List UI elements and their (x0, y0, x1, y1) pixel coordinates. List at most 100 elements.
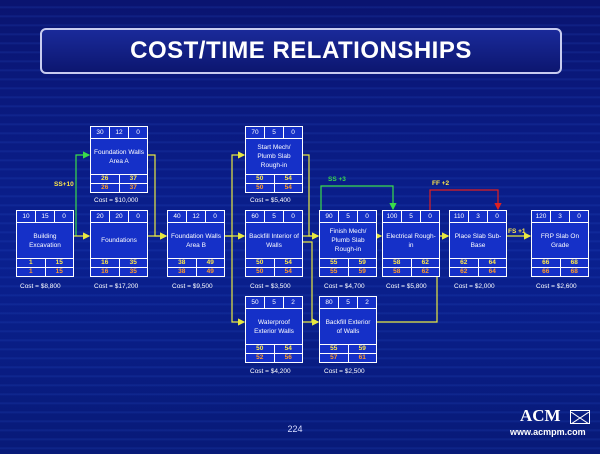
activity-float: 2 (365, 299, 369, 306)
activity-name: Backfill Interior of Walls (246, 223, 302, 259)
activity-duration: 12 (110, 127, 129, 138)
early-finish: 37 (129, 175, 137, 182)
link-a2-a4 (146, 154, 168, 240)
early-finish: 49 (206, 259, 214, 266)
activity-name: Place Slab Sub-Base (450, 223, 506, 259)
link-ss3 (320, 185, 397, 211)
early-finish: 35 (129, 259, 137, 266)
activity-name: Waterproof Exterior Walls (246, 309, 302, 345)
logo-mark-icon (570, 410, 590, 425)
early-start: 62 (450, 259, 479, 267)
title-banner: COST/TIME RELATIONSHIPS (40, 28, 562, 74)
activity-duration: 3 (469, 211, 488, 222)
activity-duration: 5 (265, 297, 284, 308)
activity-float: 0 (495, 213, 499, 220)
activity-float: 0 (291, 129, 295, 136)
early-finish: 62 (421, 259, 429, 266)
activity-number: 110 (450, 211, 469, 222)
early-start: 58 (383, 259, 412, 267)
page-title: COST/TIME RELATIONSHIPS (130, 37, 472, 64)
link-a4-a5 (223, 151, 246, 237)
activity-number: 70 (246, 127, 265, 138)
late-start: 55 (320, 268, 349, 276)
activity-number: 40 (168, 211, 187, 222)
late-finish: 64 (488, 268, 496, 275)
link-ff2 (429, 189, 502, 211)
activity-name: Building Excavation (17, 223, 73, 259)
activity-name: Electrical Rough-in (383, 223, 439, 259)
late-finish: 54 (284, 184, 292, 191)
late-start: 57 (320, 354, 349, 362)
late-finish: 35 (129, 268, 137, 275)
early-finish: 64 (488, 259, 496, 266)
early-finish: 59 (358, 259, 366, 266)
ff2-label: FF +2 (432, 180, 450, 187)
late-start: 1 (17, 268, 46, 276)
activity-number: 90 (320, 211, 339, 222)
early-start: 1 (17, 259, 46, 267)
cost-label: Cost = $10,000 (94, 197, 139, 204)
activity-duration: 5 (265, 211, 284, 222)
cost-label: Cost = $4,200 (250, 368, 291, 375)
cost-label: Cost = $5,800 (386, 283, 427, 290)
link-a6-a9 (301, 241, 320, 326)
early-finish: 54 (284, 175, 292, 182)
late-finish: 62 (421, 268, 429, 275)
activity-name: Foundations (91, 223, 147, 259)
activity-float: 0 (62, 213, 66, 220)
early-start: 26 (91, 175, 120, 183)
fs1-label: FS +1 (508, 228, 526, 235)
cost-label: Cost = $17,200 (94, 283, 139, 290)
activity-number: 20 (91, 211, 110, 222)
cost-label: Cost = $2,500 (324, 368, 365, 375)
late-finish: 37 (129, 184, 137, 191)
acm-url: www.acmpm.com (510, 427, 586, 437)
activity-float: 0 (428, 213, 432, 220)
activity-number: 60 (246, 211, 265, 222)
link-ss10 (75, 151, 91, 236)
cost-label: Cost = $3,500 (250, 283, 291, 290)
ss10-label: SS+10 (54, 181, 74, 188)
late-finish: 54 (284, 268, 292, 275)
activity-name: Start Mech/ Plumb Slab Rough-in (246, 139, 302, 175)
ss3-label: SS +3 (328, 176, 346, 183)
late-finish: 61 (358, 354, 366, 361)
activity-number: 120 (532, 211, 551, 222)
late-finish: 15 (55, 268, 63, 275)
activity-name: FRP Slab On Grade (532, 223, 588, 259)
activity-float: 0 (577, 213, 581, 220)
activity-duration: 5 (402, 211, 421, 222)
early-finish: 59 (358, 345, 366, 352)
early-start: 50 (246, 345, 275, 353)
early-start: 50 (246, 259, 275, 267)
activity-number: 50 (246, 297, 265, 308)
activity-duration: 5 (339, 297, 358, 308)
early-start: 16 (91, 259, 120, 267)
activity-duration: 20 (110, 211, 129, 222)
cost-label: Cost = $2,000 (454, 283, 495, 290)
acm-logo: ACM (520, 406, 561, 425)
late-finish: 68 (570, 268, 578, 275)
late-finish: 56 (284, 354, 292, 361)
page-number: 224 (287, 424, 303, 434)
early-start: 38 (168, 259, 197, 267)
late-start: 50 (246, 268, 275, 276)
activity-float: 0 (136, 213, 140, 220)
activity-name: Foundation Walls Area B (168, 223, 224, 259)
activity-number: 30 (91, 127, 110, 138)
early-finish: 68 (570, 259, 578, 266)
activity-name: Finish Mech/ Plumb Slab Rough-in (320, 223, 376, 259)
